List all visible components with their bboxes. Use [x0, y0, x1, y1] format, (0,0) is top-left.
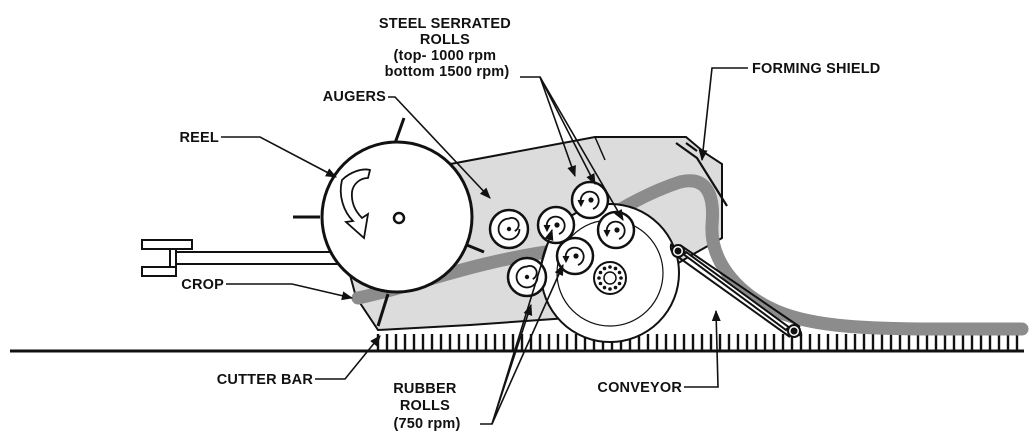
- label-augers: AUGERS: [323, 89, 386, 105]
- bolt: [613, 285, 618, 290]
- bolt: [597, 276, 601, 280]
- label-cutter-bar: CUTTER BAR: [217, 372, 314, 388]
- bolt: [602, 266, 607, 271]
- bolt: [598, 281, 603, 286]
- bolt: [617, 281, 622, 286]
- bolt: [608, 287, 612, 291]
- stubble-marks: [376, 334, 1019, 351]
- leader-lines: [221, 67, 748, 425]
- rubber-roll-upper: [536, 205, 576, 245]
- reel: [293, 117, 485, 327]
- steel-roll-bottom: [596, 210, 636, 250]
- label-conveyor: CONVEYOR: [597, 380, 682, 396]
- auger-roll: [488, 208, 530, 250]
- rubber-roll-middle: [555, 236, 595, 276]
- bolt: [602, 285, 607, 290]
- label-crop: CROP: [181, 277, 224, 293]
- steel-roll-top: [570, 180, 610, 220]
- hitch-tongue: [141, 239, 345, 277]
- bolt: [598, 270, 603, 275]
- rotation-arrow-icon: [339, 168, 372, 240]
- forming-shield: [675, 142, 728, 207]
- crop-flow: [351, 174, 1025, 336]
- rubber-roll-lower: [506, 256, 548, 298]
- bolt: [608, 265, 612, 269]
- bolt: [619, 276, 623, 280]
- label-reel: REEL: [180, 130, 219, 146]
- bolt: [617, 270, 622, 275]
- bolt: [613, 266, 618, 271]
- label-steel-rolls: STEEL SERRATED ROLLS (top- 1000 rpm bott…: [379, 16, 515, 80]
- rolls-group: [488, 180, 636, 298]
- label-forming-shield: FORMING SHIELD: [752, 61, 880, 77]
- label-rubber-rolls: RUBBER ROLLS (750 rpm): [393, 381, 460, 432]
- conveyor: [669, 243, 803, 338]
